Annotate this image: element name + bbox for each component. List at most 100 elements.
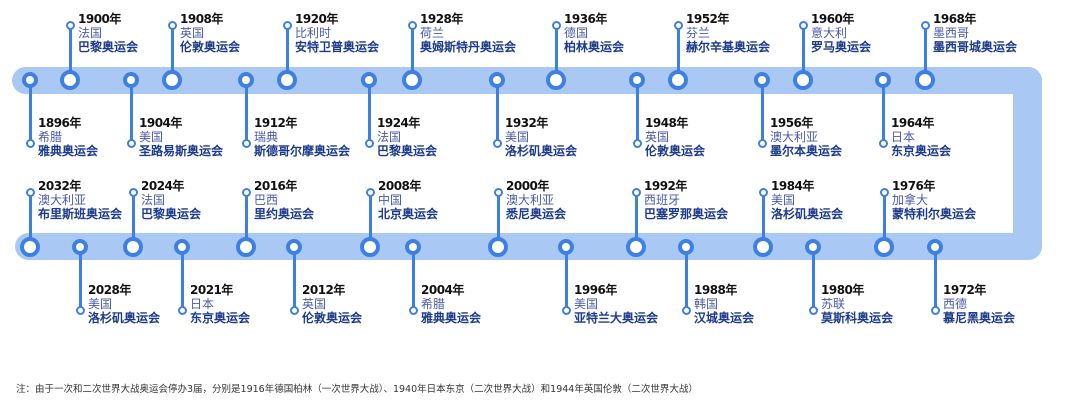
timeline-node-square <box>493 243 503 251</box>
event-label: 1968年墨西哥墨西哥城奥运会 <box>933 12 1017 54</box>
event-country: 法国 <box>78 26 103 40</box>
event-country: 希腊 <box>38 130 63 144</box>
event-connector-line <box>180 247 184 310</box>
event-country: 英国 <box>645 130 670 144</box>
event-label: 2000年澳大利亚悉尼奥运会 <box>506 179 566 221</box>
event-year: 1976年 <box>892 179 935 193</box>
event-connector-line <box>801 25 805 80</box>
event-marker-dot <box>492 138 502 148</box>
event-city: 奥姆斯特丹奥运会 <box>420 40 517 54</box>
event-city: 东京奥运会 <box>891 144 952 158</box>
event-connector-line <box>634 192 638 247</box>
event-label: 2008年中国北京奥运会 <box>378 179 438 221</box>
timeline-node <box>558 239 574 255</box>
event-connector-line <box>244 192 248 247</box>
event-marker-dot <box>408 305 418 315</box>
event-year: 1972年 <box>943 283 986 297</box>
timeline-node <box>72 239 88 255</box>
event-year: 1992年 <box>644 179 687 193</box>
event-country: 巴西 <box>254 193 279 207</box>
event-country: 瑞典 <box>254 130 279 144</box>
event-city: 圣路易斯奥运会 <box>139 144 224 158</box>
event-label: 1952年芬兰赫尔辛基奥运会 <box>686 12 770 54</box>
event-country: 法国 <box>377 130 402 144</box>
event-country: 意大利 <box>811 26 848 40</box>
timeline-node-square <box>409 244 417 250</box>
event-city: 伦敦奥运会 <box>645 144 706 158</box>
event-marker-dot <box>798 20 808 30</box>
timeline-node <box>753 237 773 257</box>
event-label: 1920年比利时安特卫普奥运会 <box>295 12 379 54</box>
timeline-node <box>874 237 894 257</box>
timeline-node <box>162 70 182 90</box>
timeline-node-square <box>493 77 501 83</box>
event-city: 洛杉矶奥运会 <box>88 311 161 325</box>
timeline-node-square <box>290 244 298 250</box>
event-label: 2024年法国巴黎奥运会 <box>141 179 201 221</box>
event-year: 1920年 <box>295 12 338 26</box>
event-marker-dot <box>65 20 75 30</box>
event-connector-line <box>410 25 414 80</box>
event-marker-dot <box>241 138 251 148</box>
timeline-node-square <box>920 76 930 84</box>
event-label: 1928年荷兰奥姆斯特丹奥运会 <box>420 12 516 54</box>
event-label: 1900年法国巴黎奥运会 <box>78 12 138 54</box>
event-label: 1948年英国伦敦奥运会 <box>645 116 705 158</box>
timeline-node <box>629 72 645 88</box>
event-connector-line <box>78 247 82 310</box>
event-country: 西德 <box>943 297 968 311</box>
timeline-node <box>678 239 694 255</box>
event-country: 墨西哥 <box>933 26 970 40</box>
event-city: 巴黎奥运会 <box>141 207 202 221</box>
timeline-node <box>405 239 421 255</box>
event-label: 1904年美国圣路易斯奥运会 <box>139 116 223 158</box>
event-city: 罗马奥运会 <box>811 40 872 54</box>
event-marker-dot <box>126 138 136 148</box>
event-marker-dot <box>407 20 417 30</box>
timeline-node-square <box>562 244 570 250</box>
timeline-node-square <box>127 77 135 83</box>
event-country: 澳大利亚 <box>38 193 87 207</box>
event-label: 1988年韩国汉城奥运会 <box>694 283 754 325</box>
timeline-node-square <box>25 243 35 251</box>
event-connector-line <box>933 247 937 310</box>
timeline-node <box>668 70 688 90</box>
event-country: 法国 <box>141 193 166 207</box>
timeline-node-square <box>65 76 75 84</box>
event-marker-dot <box>551 20 561 30</box>
event-year: 2004年 <box>421 283 464 297</box>
event-connector-line <box>881 80 885 143</box>
event-marker-dot <box>930 305 940 315</box>
timeline-node <box>123 237 143 257</box>
event-marker-dot <box>241 187 251 197</box>
event-marker-dot <box>128 187 138 197</box>
event-country: 美国 <box>771 193 796 207</box>
timeline-node <box>488 237 508 257</box>
event-city: 墨西哥城奥运会 <box>933 40 1018 54</box>
event-connector-line <box>496 192 500 247</box>
event-marker-dot <box>561 305 571 315</box>
timeline-node-square <box>682 244 690 250</box>
event-year: 1956年 <box>770 116 813 130</box>
event-label: 2028年美国洛杉矶奥运会 <box>88 283 160 325</box>
event-connector-line <box>635 80 639 143</box>
timeline-node <box>236 237 256 257</box>
event-label: 1996年美国亚特兰大奥运会 <box>574 283 658 325</box>
timeline-node-square <box>365 77 373 83</box>
event-connector-line <box>285 25 289 80</box>
event-city: 亚特兰大奥运会 <box>574 311 659 325</box>
timeline-node <box>754 72 770 88</box>
timeline-node-square <box>758 243 768 251</box>
event-country: 澳大利亚 <box>770 130 819 144</box>
event-connector-line <box>28 80 32 143</box>
event-city: 巴黎奥运会 <box>78 40 139 54</box>
event-country: 中国 <box>378 193 403 207</box>
timeline-node <box>546 70 566 90</box>
event-city: 巴塞罗那奥运会 <box>644 207 729 221</box>
timeline-node-square <box>282 76 292 84</box>
event-label: 1956年澳大利亚墨尔本奥运会 <box>770 116 842 158</box>
event-connector-line <box>170 25 174 80</box>
event-connector-line <box>811 247 815 310</box>
event-city: 东京奥运会 <box>190 311 251 325</box>
event-city: 雅典奥运会 <box>421 311 482 325</box>
